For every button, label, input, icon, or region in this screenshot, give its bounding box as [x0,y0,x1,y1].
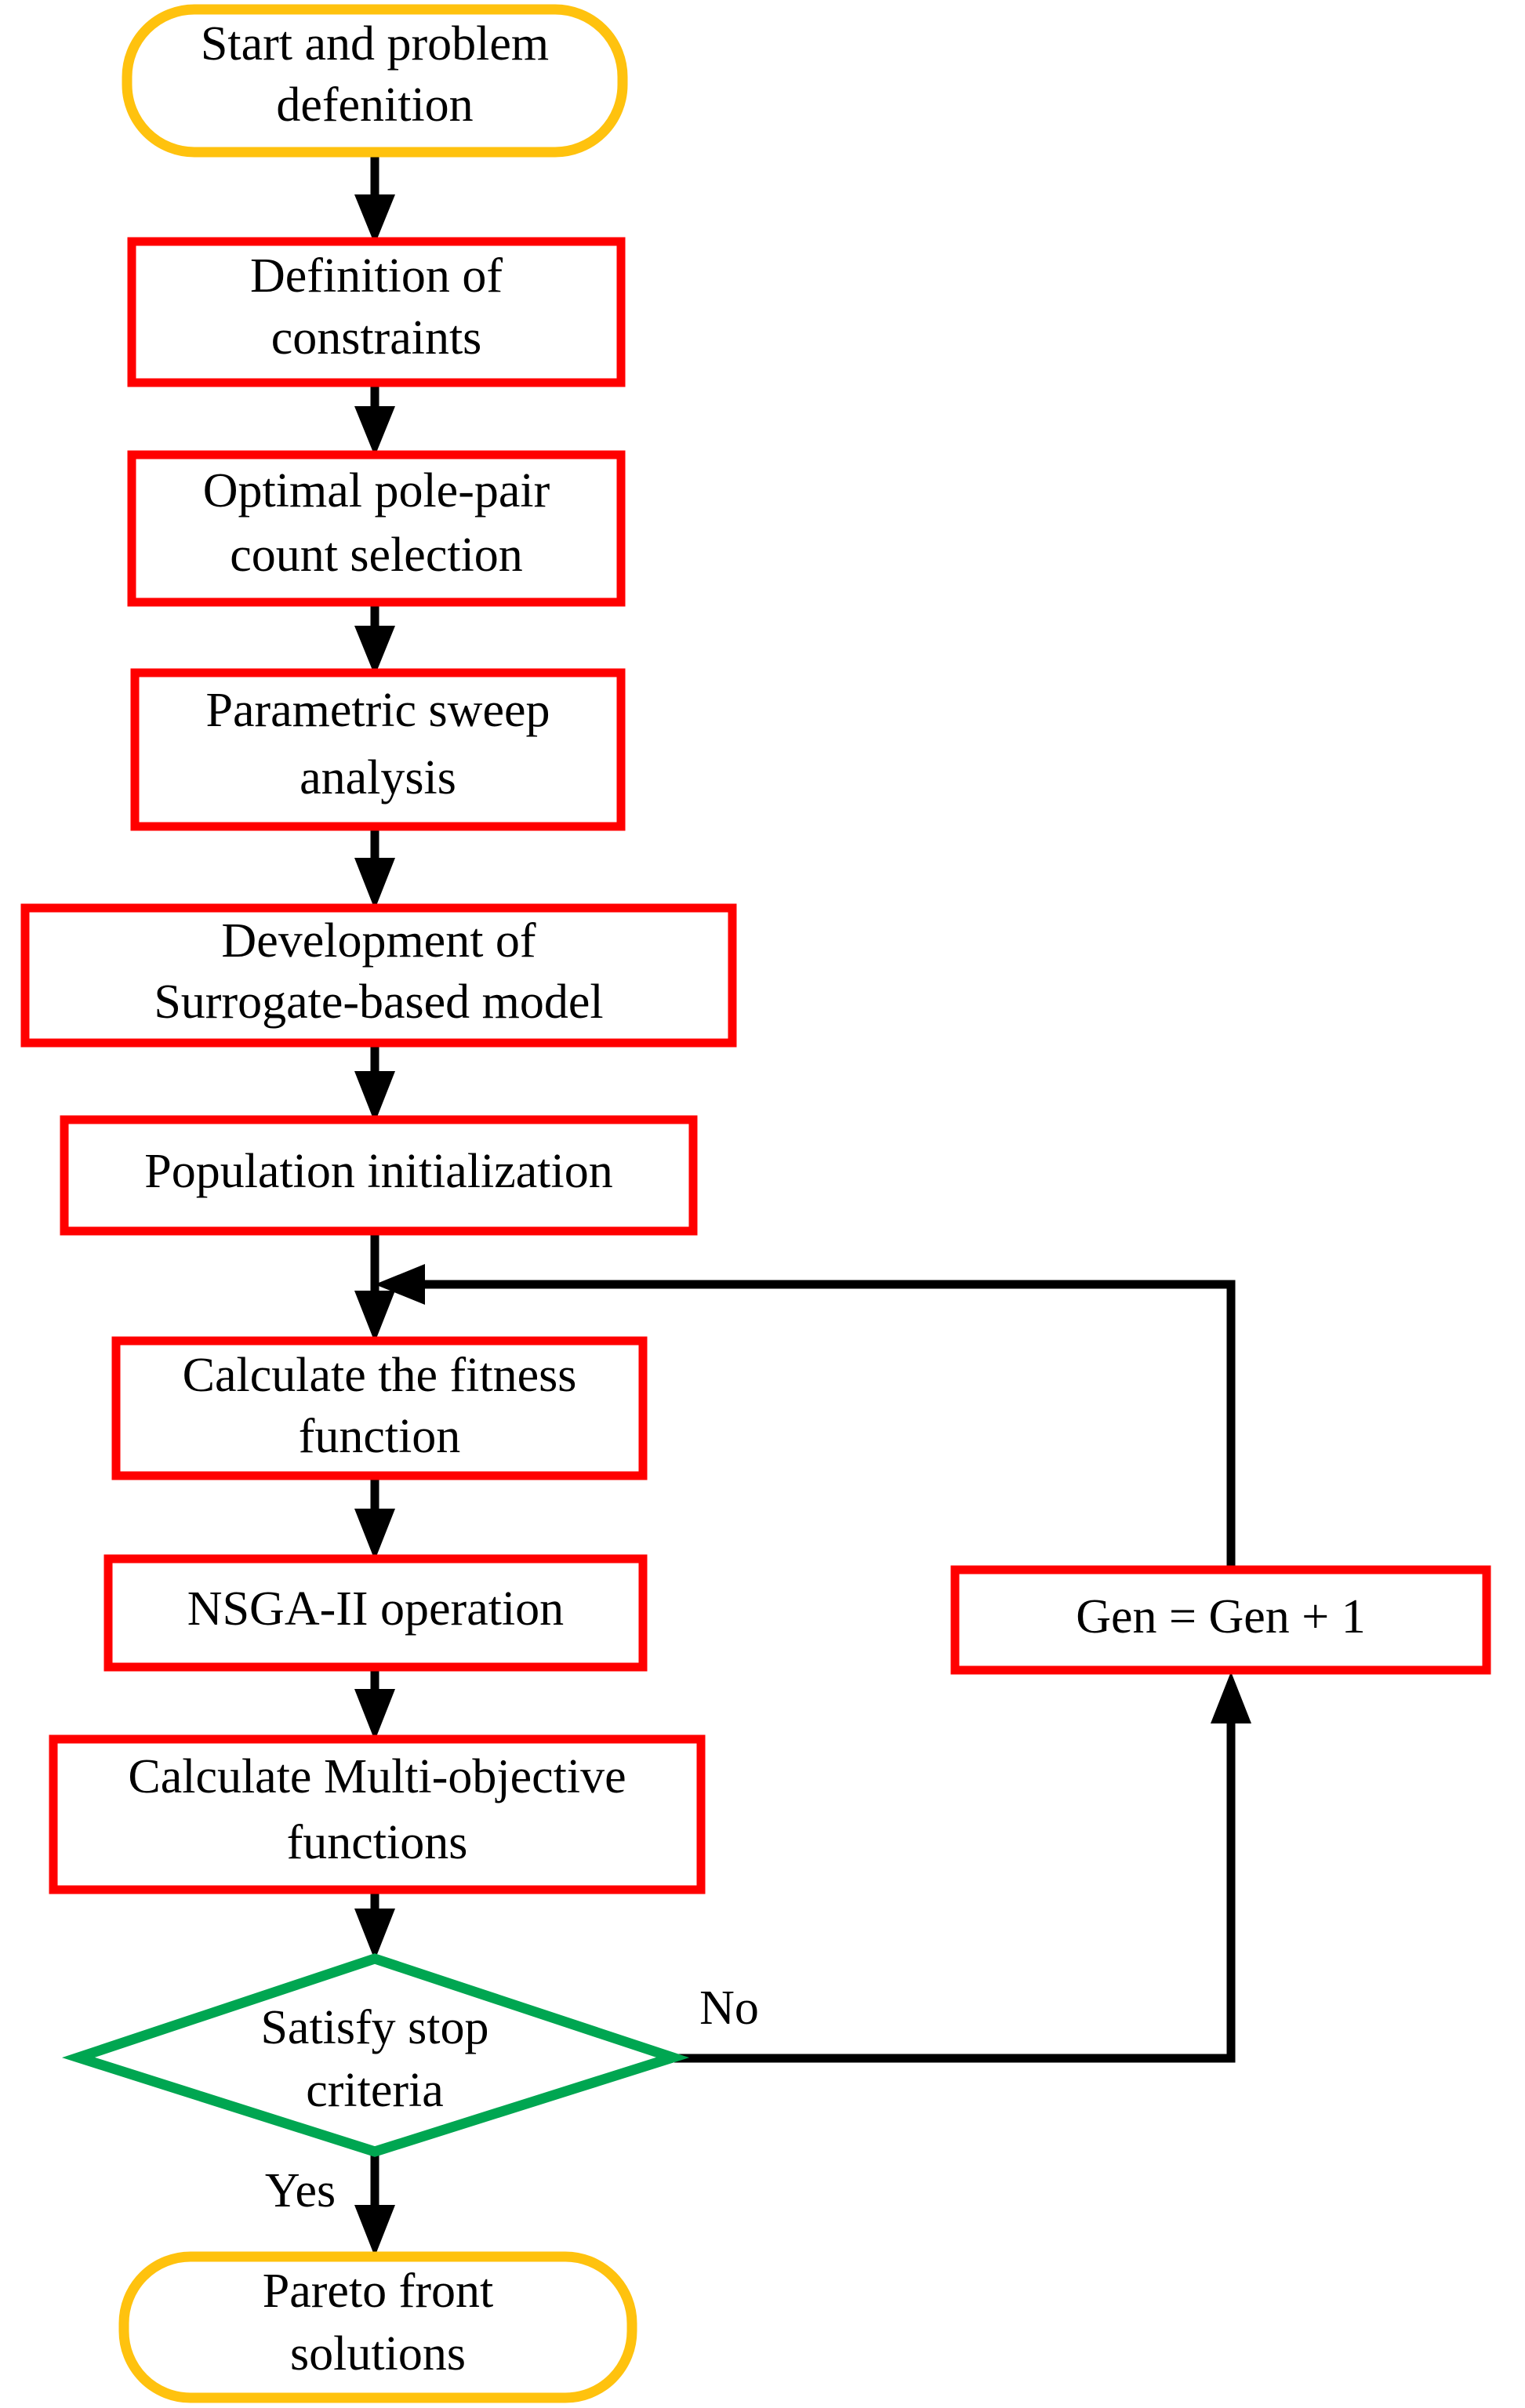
node-stop-criteria[interactable]: Satisfy stop criteria [61,1953,690,2157]
connector-population-to-fitness [354,1231,395,1342]
multi-objective-label-line2: functions [287,1816,468,1869]
nsga2-shape[interactable] [103,1554,648,1672]
node-surrogate-model[interactable]: Development of Surrogate-based model [20,903,737,1048]
constraints-label-line1: Definition of [250,249,503,303]
multi-objective-label-line1: Calculate Multi-objective [128,1750,626,1803]
edge-label-no: No [699,1981,759,2035]
start-shape[interactable] [122,4,628,158]
constraints-label-line2: constraints [271,311,482,365]
node-generation-increment[interactable]: Gen = Gen + 1 [950,1565,1491,1675]
connector-fitness-to-nsga2 [354,1474,395,1560]
pole-pair-shape[interactable] [127,450,626,607]
node-start[interactable]: Start and problem defenition [122,4,628,158]
parametric-sweep-shape[interactable] [130,668,626,831]
stop-criteria-shape[interactable] [61,1953,690,2157]
node-constraints[interactable]: Definition of constraints [127,237,626,387]
node-fitness[interactable]: Calculate the fitness function [111,1336,648,1480]
connector-decision-yes-to-pareto [354,2152,395,2257]
connector-multiobjective-to-decision [354,1890,395,1960]
fitness-label-line2: function [299,1410,461,1463]
parametric-sweep-label-line2: analysis [300,751,456,804]
generation-increment-label: Gen = Gen + 1 [1076,1590,1366,1643]
pareto-label-line2: solutions [290,2327,466,2381]
pole-pair-label-line2: count selection [230,528,523,582]
start-label-line1: Start and problem [201,17,549,71]
generation-increment-shape[interactable] [950,1565,1491,1675]
pareto-label-line1: Pareto front [263,2265,493,2318]
node-pole-pair[interactable]: Optimal pole-pair count selection [127,450,626,607]
node-pareto[interactable]: Pareto front solutions [118,2251,637,2403]
fitness-label-line1: Calculate the fitness [183,1349,577,1402]
surrogate-model-label-line1: Development of [221,914,536,968]
node-parametric-sweep[interactable]: Parametric sweep analysis [130,668,626,831]
parametric-sweep-label-line1: Parametric sweep [206,684,550,737]
fitness-shape[interactable] [111,1336,648,1480]
node-multi-objective[interactable]: Calculate Multi-objective functions [49,1734,706,1894]
surrogate-model-shape[interactable] [20,903,737,1048]
edge-label-yes: Yes [265,2164,336,2217]
connector-parametric-to-surrogate [354,827,395,910]
population-init-shape[interactable] [60,1115,698,1236]
connector-loop-return-to-fitness [375,1264,1236,1568]
connector-start-to-constraints [354,153,395,245]
start-label-line2: defenition [276,78,473,132]
constraints-shape[interactable] [127,237,626,387]
stop-criteria-label-line1: Satisfy stop [260,2001,488,2054]
node-nsga2[interactable]: NSGA-II operation [103,1554,648,1672]
connector-nsga2-to-multiobjective [354,1666,395,1741]
population-init-label: Population initialization [144,1145,613,1198]
stop-criteria-label-line2: criteria [306,2064,444,2117]
connector-constraints-to-polepair [354,384,395,456]
connector-decision-no-to-generation [674,1672,1251,2063]
connector-surrogate-to-population [354,1043,395,1123]
connector-polepair-to-parametric [354,604,395,676]
nsga2-label: NSGA-II operation [187,1582,564,1636]
pareto-shape[interactable] [118,2251,637,2403]
multi-objective-shape[interactable] [49,1734,706,1894]
surrogate-model-label-line2: Surrogate-based model [154,975,603,1029]
node-population-init[interactable]: Population initialization [60,1115,698,1236]
pole-pair-label-line1: Optimal pole-pair [203,464,550,518]
